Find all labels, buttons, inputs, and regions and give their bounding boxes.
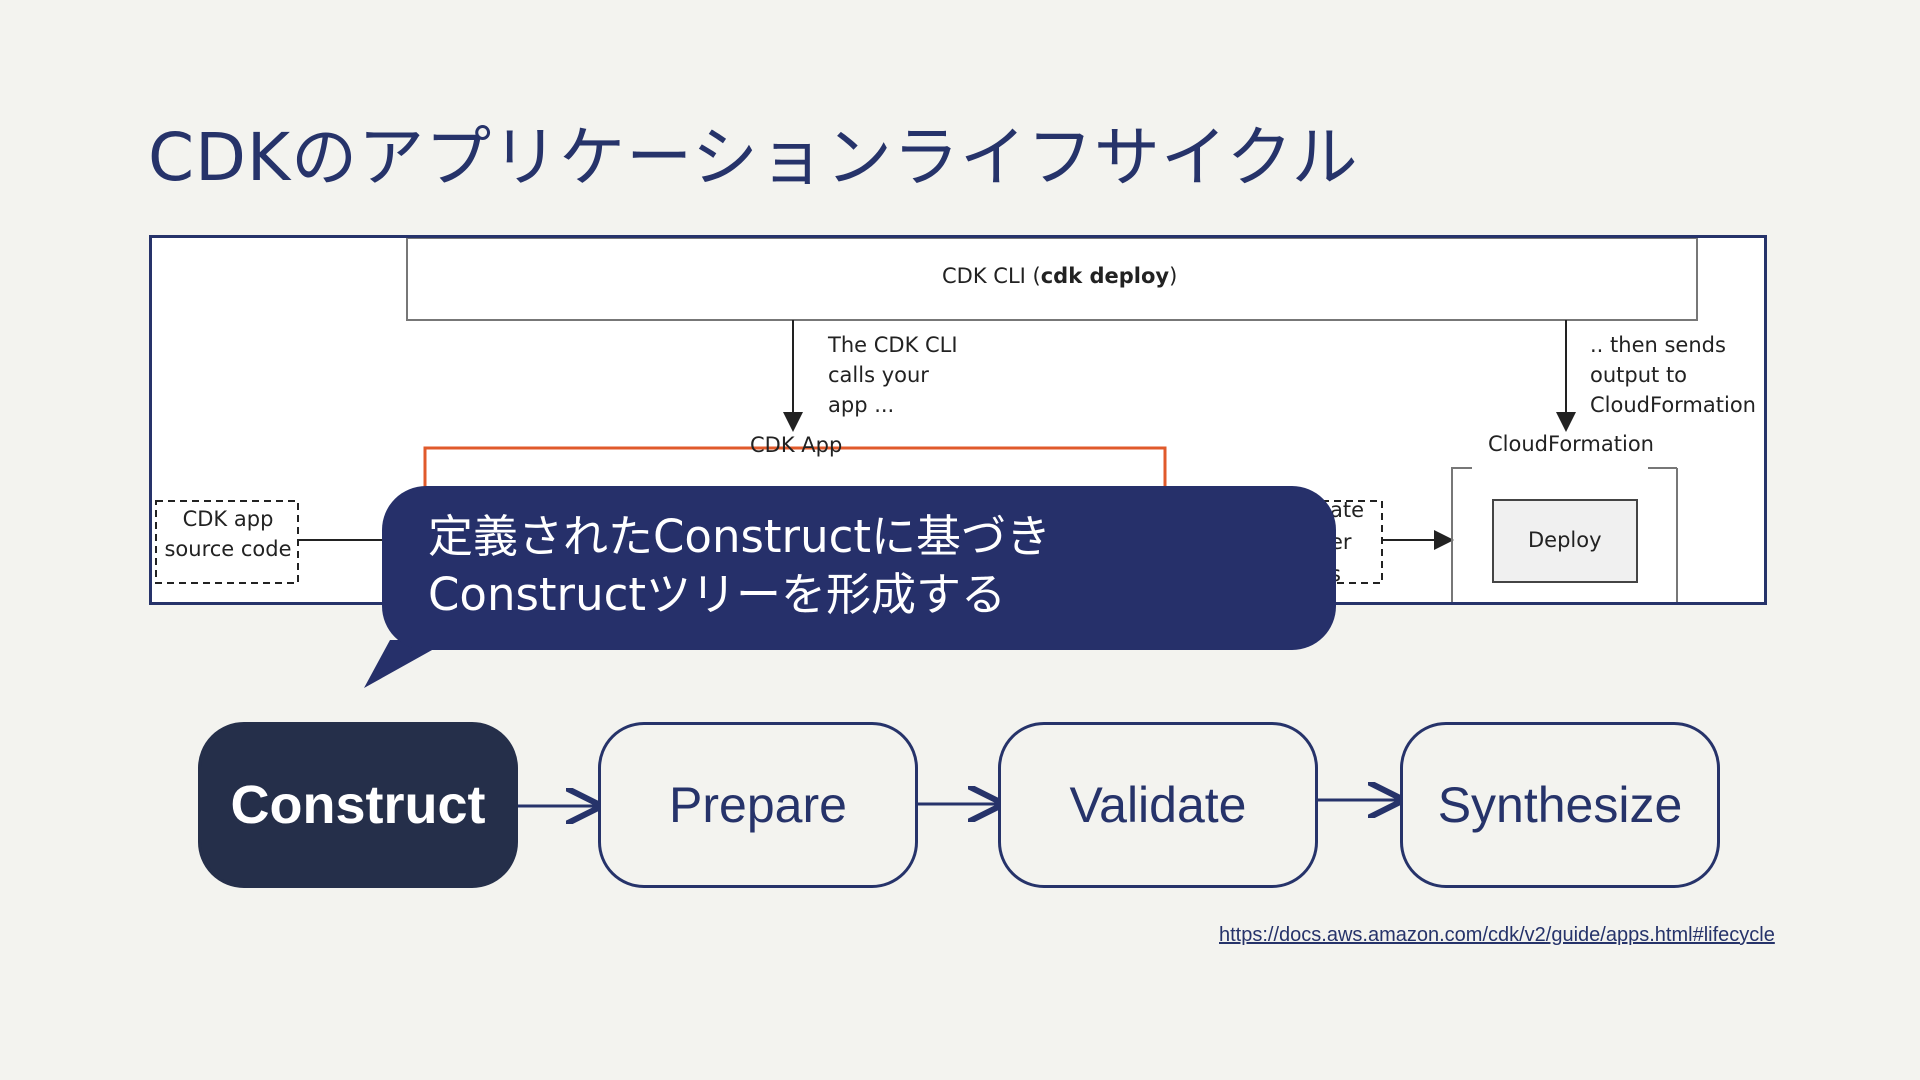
cli-label: CDK CLI (cdk deploy) — [942, 264, 1178, 288]
source-code-label: CDK app source code — [164, 507, 292, 561]
source-link[interactable]: https://docs.aws.amazon.com/cdk/v2/guide… — [1219, 924, 1775, 946]
cli-box — [406, 238, 1698, 321]
diagram-lines — [155, 238, 1698, 602]
cloudformation-box — [1451, 467, 1678, 602]
step-synthesize: Synthesize — [1400, 722, 1720, 888]
step-construct: Construct — [198, 722, 518, 888]
explanation-callout: 定義されたConstructに基づき Constructツリーを形成する — [382, 486, 1336, 650]
step-prepare: Prepare — [598, 722, 918, 888]
deploy-label: Deploy — [1528, 528, 1602, 552]
source-code-box — [155, 500, 299, 584]
step-validate: Validate — [998, 722, 1318, 888]
cloudformation-label: CloudFormation — [1482, 432, 1660, 456]
calls-app-note: The CDK CLI calls your app ... — [828, 333, 958, 417]
deploy-box — [1492, 499, 1638, 583]
sends-output-note: .. then sends output to CloudFormation — [1590, 333, 1756, 417]
callout-tail — [364, 640, 450, 688]
cdk-app-label: CDK App — [750, 433, 843, 457]
page-title: CDKのアプリケーションライフサイクル — [148, 119, 1359, 196]
